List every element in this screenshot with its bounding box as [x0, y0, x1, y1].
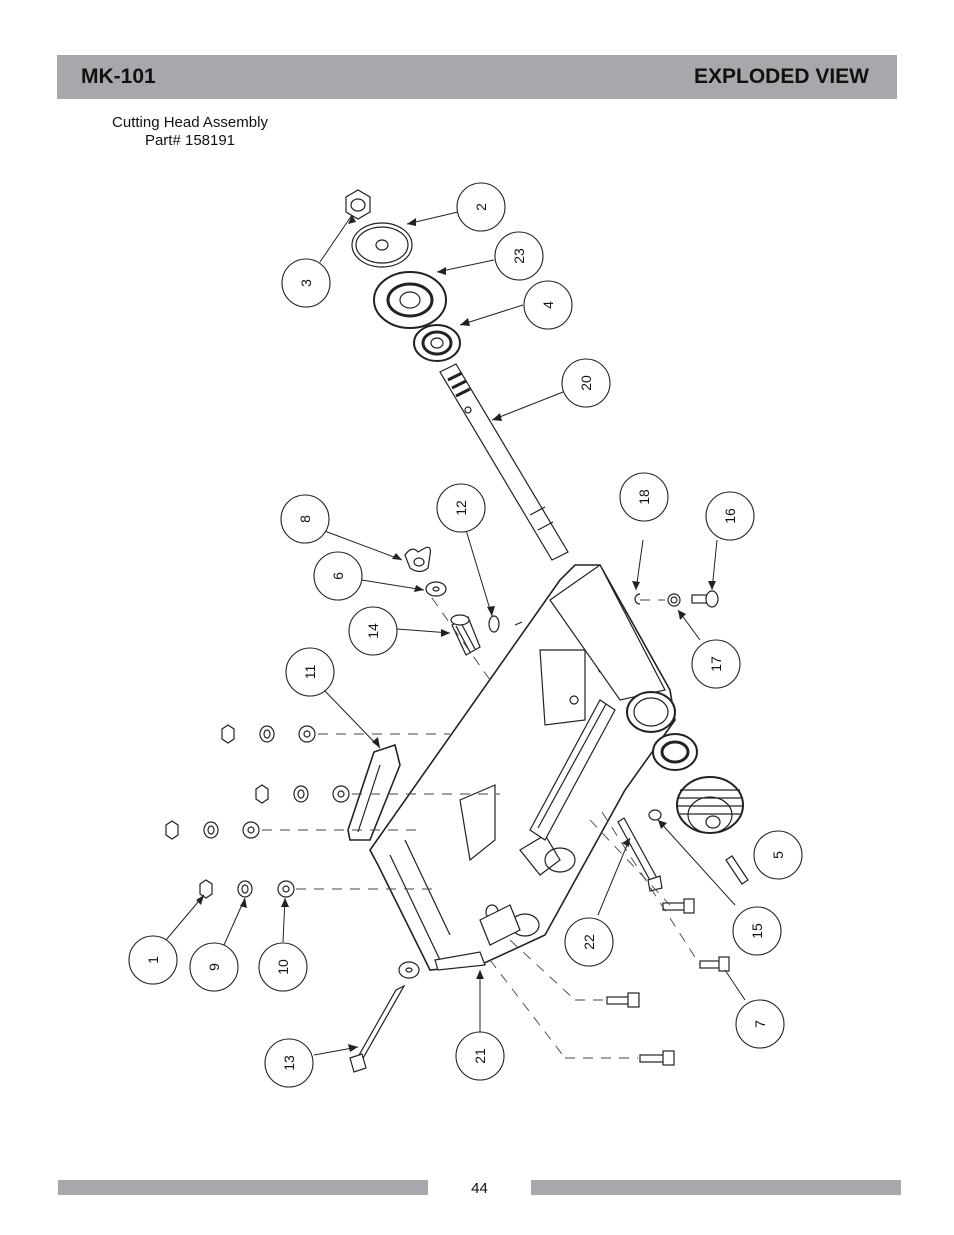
part-7-bolt-1 [662, 898, 695, 914]
stack-row-1 [221, 724, 316, 744]
callout-6: 6 [313, 551, 363, 601]
callout-17-label: 17 [708, 656, 724, 672]
callout-17: 17 [691, 639, 741, 689]
callout-4: 4 [523, 280, 573, 330]
part-17-spring [667, 593, 681, 607]
part-7-bolt-3 [606, 992, 640, 1008]
callout-21-label: 21 [472, 1048, 488, 1064]
part-22-pin [617, 817, 663, 892]
callout-2-label: 2 [473, 203, 489, 211]
part-7-bolt-4 [639, 1050, 675, 1066]
callout-4-label: 4 [540, 301, 556, 309]
part-16-bolt [691, 590, 719, 608]
callout-14-label: 14 [365, 623, 381, 639]
callout-22: 22 [564, 917, 614, 967]
callout-12-label: 12 [453, 500, 469, 516]
callout-1-label: 1 [145, 956, 161, 964]
callout-7: 7 [735, 999, 785, 1049]
callout-16: 16 [705, 491, 755, 541]
part-6-washer [425, 581, 447, 597]
part-21-housing [369, 564, 676, 971]
assembly-caption: Cutting Head Assembly Part# 158191 [90, 114, 290, 150]
stack-row-3 [165, 820, 260, 840]
callout-10: 10 [258, 942, 308, 992]
model-title: MK-101 [81, 65, 156, 88]
callout-12: 12 [436, 483, 486, 533]
callout-20: 20 [561, 358, 611, 408]
callout-15-label: 15 [749, 923, 765, 939]
callout-15: 15 [732, 906, 782, 956]
callout-5-label: 5 [770, 851, 786, 859]
callout-23: 23 [494, 231, 544, 281]
part-3-nut [345, 189, 371, 220]
callout-3: 3 [281, 258, 331, 308]
part-5-key [725, 855, 749, 885]
header-bar: MK-101 EXPLODED VIEW [57, 55, 897, 99]
section-title: EXPLODED VIEW [693, 65, 869, 88]
knurled-wheel [676, 776, 744, 834]
part-13-long-bolt [349, 961, 420, 1073]
callout-23-label: 23 [511, 248, 527, 264]
callout-22-label: 22 [581, 934, 597, 950]
callout-3-label: 3 [298, 279, 314, 287]
footer-bar-left [58, 1180, 428, 1195]
callout-16-label: 16 [722, 508, 738, 524]
callout-10-label: 10 [275, 959, 291, 975]
callout-18-label: 18 [636, 489, 652, 505]
callout-circles: 3 2 23 4 20 8 12 18 16 6 14 17 11 5 15 2… [128, 182, 803, 1088]
callout-8: 8 [280, 494, 330, 544]
leader-arrowheads [196, 215, 716, 1052]
callout-5: 5 [753, 830, 803, 880]
callout-13: 13 [264, 1038, 314, 1088]
callout-9: 9 [189, 942, 239, 992]
part-12-stud [488, 615, 523, 633]
part-11-handle [347, 743, 401, 841]
callout-11: 11 [285, 647, 335, 697]
part-20-shaft [439, 363, 569, 561]
callout-14: 14 [348, 606, 398, 656]
stack-row-2 [255, 784, 350, 804]
callout-1: 1 [128, 935, 178, 985]
callout-2: 2 [456, 182, 506, 232]
stack-row-4 [199, 879, 295, 899]
callout-8-label: 8 [297, 515, 313, 523]
page-number: 44 [471, 1180, 488, 1197]
callout-13-label: 13 [281, 1055, 297, 1071]
part-15-setscrew [648, 809, 662, 821]
part-7-bolt-2 [699, 956, 730, 972]
part-18-eclip [634, 593, 641, 605]
callout-18: 18 [619, 472, 669, 522]
part-8-wingnut [404, 546, 432, 573]
lower-bearing [652, 733, 698, 771]
callout-9-label: 9 [206, 963, 222, 971]
callout-20-label: 20 [578, 375, 594, 391]
part-23-flange [373, 271, 447, 329]
part-2-washer [351, 222, 413, 268]
assembly-lines [262, 597, 701, 1059]
footer-bar-right [531, 1180, 901, 1195]
part-14-knob [450, 614, 481, 656]
assembly-part-number: Part# 158191 [144, 132, 236, 149]
callout-6-label: 6 [330, 572, 346, 580]
assembly-name: Cutting Head Assembly [112, 114, 268, 131]
callout-11-label: 11 [302, 665, 318, 680]
callout-7-label: 7 [752, 1020, 768, 1028]
part-4-bearing [413, 324, 461, 362]
callout-21: 21 [455, 1031, 505, 1081]
